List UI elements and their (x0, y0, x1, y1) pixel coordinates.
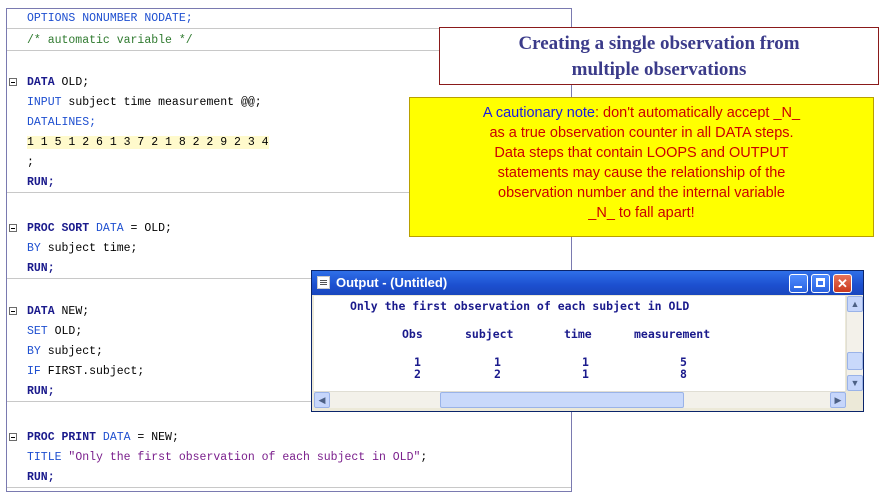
sas-program-editor[interactable]: OPTIONS NONUMBER NODATE; /* automatic va… (6, 8, 572, 492)
cell-time: 1 (582, 355, 589, 369)
column-header-subject: subject (465, 327, 514, 341)
document-icon (317, 276, 330, 289)
scroll-down-arrow-icon[interactable]: ▼ (847, 375, 863, 391)
vertical-scroll-thumb[interactable] (847, 352, 863, 370)
slide-title-line-1: Creating a single observation from (518, 33, 800, 54)
slide-title-box: Creating a single observation from multi… (439, 27, 879, 85)
code-line-comment: /* automatic variable */ (7, 31, 571, 51)
maximize-button[interactable] (811, 274, 830, 293)
scroll-left-arrow-icon[interactable]: ◀ (314, 392, 330, 408)
code-line-run-3: RUN; (7, 382, 571, 402)
column-header-measurement: measurement (634, 327, 711, 341)
note-line-2: as a true observation counter in all DAT… (489, 125, 794, 141)
cell-subject: 1 (494, 355, 501, 369)
code-line-run-2: RUN; (7, 259, 571, 279)
code-line-if: IF FIRST.subject; (27, 365, 145, 378)
horizontal-scroll-thumb[interactable] (440, 392, 684, 408)
note-line-6: _N_ to fall apart! (588, 205, 695, 221)
code-line-options: OPTIONS NONUMBER NODATE; (7, 9, 571, 29)
cell-measurement: 5 (680, 355, 687, 369)
cell-subject: 2 (494, 367, 501, 381)
output-text-area[interactable]: Only the first observation of each subje… (314, 296, 845, 391)
note-line-1-rest: : don't automatically accept _N_ (594, 105, 801, 121)
vertical-scrollbar[interactable]: ▲ ▼ (846, 296, 863, 391)
cell-time: 1 (582, 367, 589, 381)
collapse-icon[interactable] (9, 433, 17, 441)
output-window-titlebar[interactable]: Output - (Untitled) ✕ (312, 271, 863, 295)
output-window[interactable]: Output - (Untitled) ✕ Only the first obs… (311, 270, 864, 412)
output-window-title: Output - (Untitled) (336, 275, 448, 290)
code-line-data-old: DATA OLD; (7, 73, 571, 93)
scroll-up-arrow-icon[interactable]: ▲ (847, 296, 863, 312)
collapse-icon[interactable] (9, 224, 17, 232)
code-line-data-values: 1 1 5 1 2 6 1 3 7 2 1 8 2 2 9 2 3 4 (27, 136, 269, 149)
code-line-data-new: DATA NEW; (7, 302, 571, 322)
code-line-proc-sort: PROC SORT DATA = OLD; (7, 219, 571, 239)
code-line-semicolon: ; (27, 156, 34, 169)
code-line-input: INPUT subject time measurement @@; (27, 96, 262, 109)
code-line-run-1: RUN; (7, 173, 571, 193)
cell-obs: 1 (414, 355, 421, 369)
cell-measurement: 8 (680, 367, 687, 381)
code-line-set: SET OLD; (27, 325, 83, 338)
cautionary-note: A cautionary note: don't automatically a… (409, 97, 874, 237)
horizontal-scrollbar[interactable]: ◀ ▶ (314, 391, 846, 408)
note-line-5: observation number and the internal vari… (498, 185, 785, 201)
code-line-proc-print: PROC PRINT DATA = NEW; (7, 428, 571, 448)
note-line-1: A cautionary note: don't automatically a… (410, 103, 873, 123)
column-header-obs: Obs (402, 327, 423, 341)
resize-grip-icon[interactable] (846, 391, 862, 407)
note-line-4: statements may cause the relationship of… (497, 165, 786, 181)
minimize-button[interactable] (789, 274, 808, 293)
scroll-right-arrow-icon[interactable]: ▶ (830, 392, 846, 408)
cell-obs: 2 (414, 367, 421, 381)
close-button[interactable]: ✕ (833, 274, 852, 293)
column-header-time: time (564, 327, 592, 341)
collapse-icon[interactable] (9, 307, 17, 315)
code-line-by-new: BY subject; (27, 345, 103, 358)
slide-title-line-2: multiple observations (571, 59, 747, 80)
note-line-3: Data steps that contain LOOPS and OUTPUT (494, 145, 789, 161)
collapse-icon[interactable] (9, 78, 17, 86)
note-lead: A cautionary note (482, 105, 595, 121)
code-line-run-4: RUN; (7, 468, 571, 488)
code-line-datalines: DATALINES; (27, 116, 97, 129)
code-line-by-sort: BY subject time; (27, 242, 138, 255)
output-heading: Only the first observation of each subje… (350, 299, 690, 313)
code-line-title: TITLE "Only the first observation of eac… (27, 451, 428, 464)
